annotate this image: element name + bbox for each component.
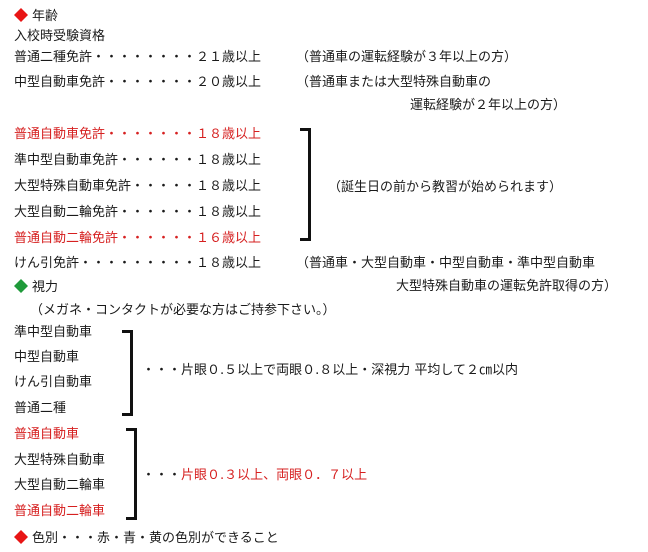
vision-group2-item: 普通自動二輪車 (14, 504, 106, 519)
age-row-tow-note: （普通車・大型自動車・中型自動車・準中型自動車 (296, 256, 596, 271)
color-heading: 色別・・・赤・青・黄の色別ができること (14, 530, 279, 547)
age-group-item: 準中型自動車免許・・・・・・１８歳以上 (14, 153, 262, 168)
vision-group1-bracket (122, 330, 133, 416)
vision-note: （メガネ・コンタクトが必要な方はご持参下さい。） (30, 303, 336, 318)
vision-heading: 視力 (14, 279, 58, 296)
age-heading-text: 年齢 (32, 9, 59, 24)
age-row-type2-label: 普通二種免許・・・・・・・・２１歳以上 (14, 50, 262, 65)
age-row-medium-note: （普通車または大型特殊自動車の (296, 75, 492, 90)
vision-group1-item: 中型自動車 (14, 350, 80, 365)
age-group-note: （誕生日の前から教習が始められます） (328, 180, 563, 195)
vision-group1-item: けん引自動車 (14, 375, 93, 390)
age-row-tow-label: けん引免許・・・・・・・・・１８歳以上 (14, 256, 262, 271)
vision-group2-item: 普通自動車 (14, 427, 80, 442)
vision-group1-item: 準中型自動車 (14, 325, 93, 340)
vision-heading-text: 視力 (32, 280, 59, 295)
vision-group2-item: 大型自動二輪車 (14, 478, 106, 493)
vision-group2-requirement-text: 片眼０.３以上、両眼０．７以上 (181, 468, 368, 483)
vision-group1-item: 普通二種 (14, 401, 67, 416)
vision-group2-requirement: ・・・片眼０.３以上、両眼０．７以上 (142, 468, 367, 484)
age-subtitle: 入校時受験資格 (14, 29, 106, 44)
age-row-type2-note: （普通車の運転経験が３年以上の方） (296, 50, 518, 65)
age-group-item: 普通自動車免許・・・・・・・１８歳以上 (14, 127, 262, 142)
vision-group2-dots: ・・・ (142, 468, 182, 483)
age-heading: 年齢 (14, 8, 58, 25)
age-row-medium-label: 中型自動車免許・・・・・・・２０歳以上 (14, 75, 262, 90)
age-group-item: 普通自動二輪免許・・・・・・１６歳以上 (14, 231, 262, 246)
vision-group2-bracket (126, 428, 137, 520)
color-heading-text: 色別・・・赤・青・黄の色別ができること (32, 531, 279, 546)
vision-group1-requirement: ・・・片眼０.５以上で両眼０.８以上・深視力 平均して２㎝以内 (142, 363, 519, 378)
age-group-bracket (300, 128, 311, 241)
green-diamond-icon (14, 279, 28, 293)
age-group-item: 大型特殊自動車免許・・・・・１８歳以上 (14, 179, 262, 194)
age-row-tow-note2: 大型特殊自動車の運転免許取得の方） (396, 279, 618, 294)
red-diamond-icon (14, 530, 28, 544)
vision-group2-item: 大型特殊自動車 (14, 453, 106, 468)
age-row-medium-note2: 運転経験が２年以上の方） (410, 98, 567, 113)
age-group-item: 大型自動二輪免許・・・・・・１８歳以上 (14, 205, 262, 220)
red-diamond-icon (14, 8, 28, 22)
